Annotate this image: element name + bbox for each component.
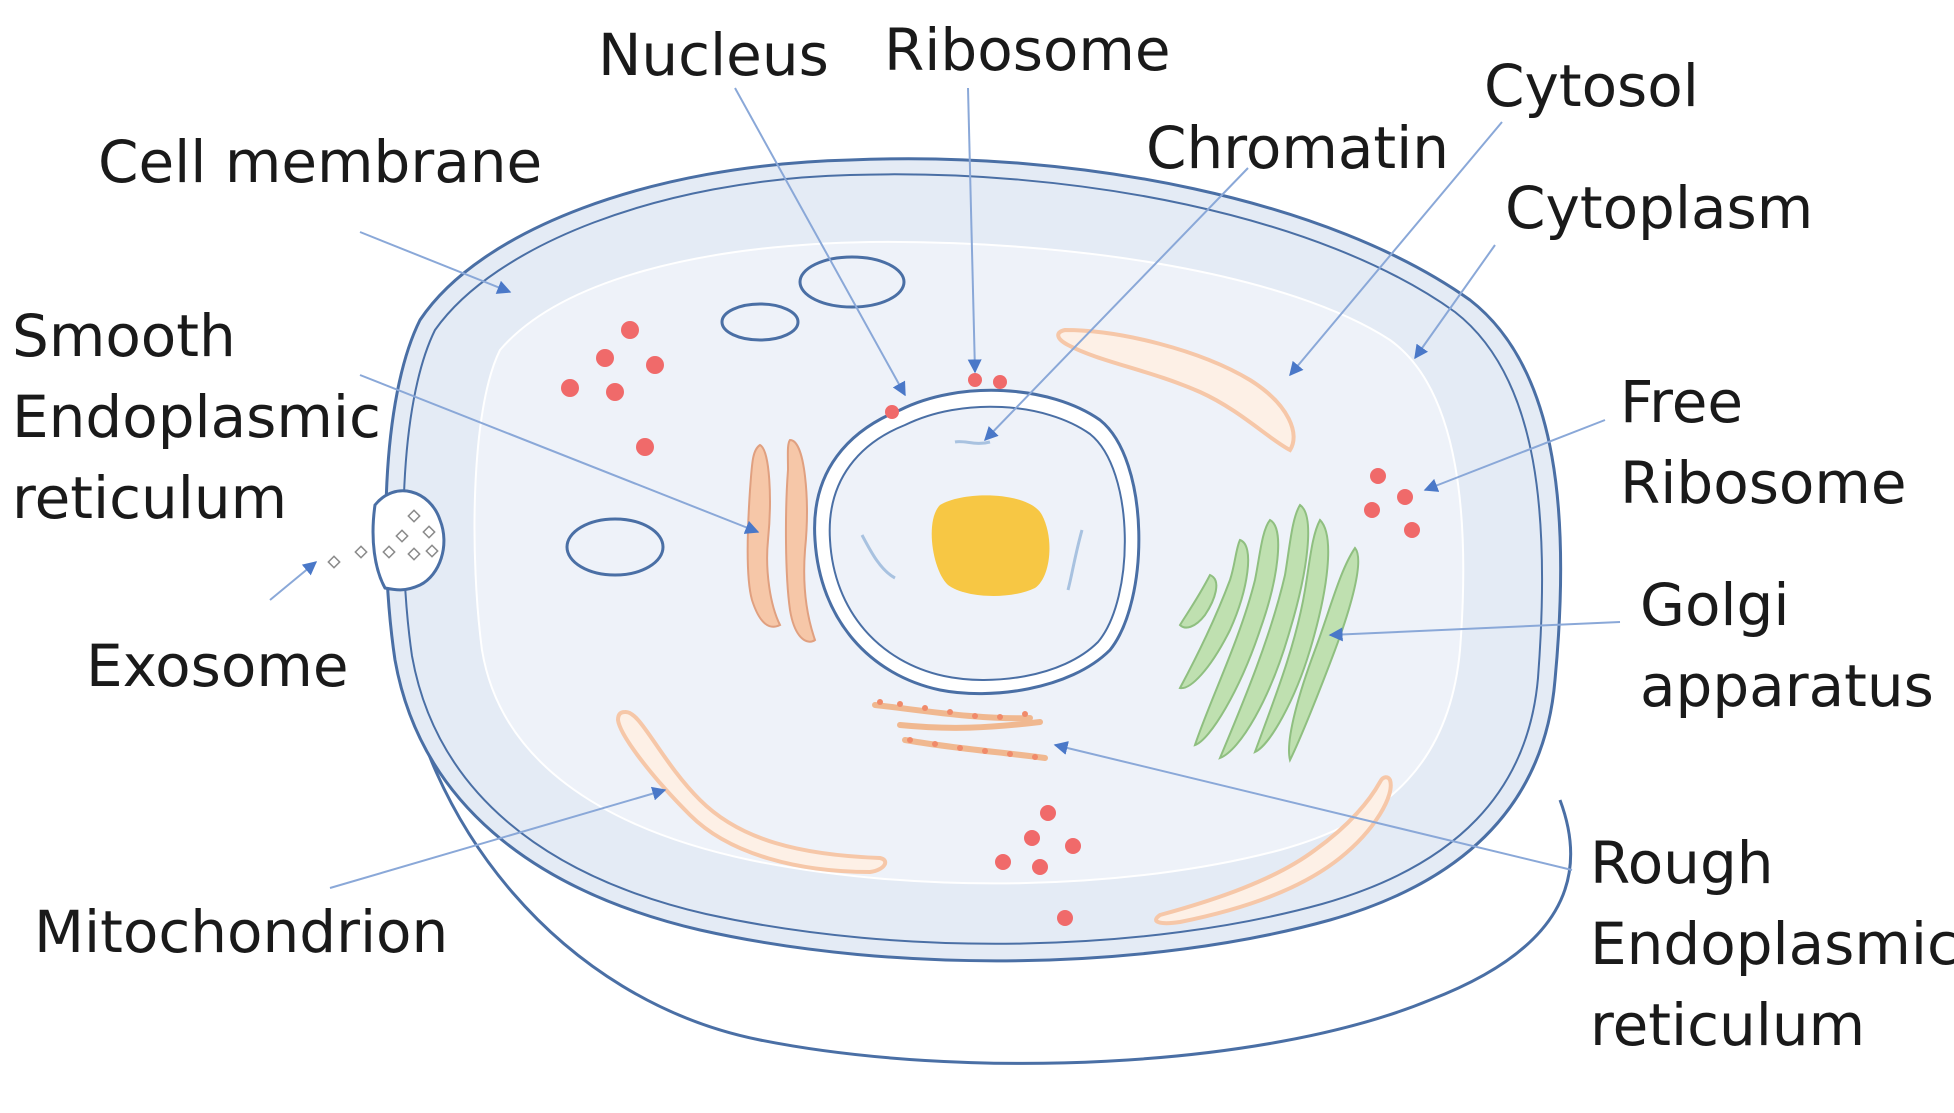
label-mitochondrion: Mitochondrion	[34, 898, 449, 966]
vesicle	[565, 517, 665, 577]
chromatin-strand	[954, 440, 991, 445]
pointer-nucleus	[734, 87, 906, 397]
pointer-mitochondrion	[329, 786, 667, 889]
pointer-smooth-er	[359, 374, 760, 534]
pointer-ribosome	[967, 87, 982, 374]
ribosomes	[561, 321, 1420, 926]
label-nucleus: Nucleus	[598, 21, 829, 89]
label-exosome: Exosome	[86, 632, 349, 700]
smooth-er	[746, 438, 817, 643]
ribosome-dot	[993, 375, 1007, 389]
ribosome-dot	[995, 854, 1011, 870]
ribosome-dot	[968, 373, 982, 387]
pointer-cell-membrane	[359, 231, 512, 294]
vesicle	[720, 302, 800, 342]
label-chromatin: Chromatin	[1146, 114, 1449, 182]
ribosome-dot	[1370, 468, 1386, 484]
ribosome-dot	[1364, 502, 1380, 518]
ribosome-dot	[561, 379, 579, 397]
pointer-cytosol	[1289, 121, 1503, 377]
golgi-apparatus	[1178, 503, 1360, 763]
pointer-chromatin	[984, 167, 1249, 442]
pointer-cytoplasm	[1414, 244, 1496, 360]
label-ribosome: Ribosome	[884, 16, 1171, 84]
label-free-ribosome: Free Ribosome	[1620, 368, 1907, 517]
ribosome-dot	[621, 321, 639, 339]
label-cytoplasm: Cytoplasm	[1505, 174, 1814, 242]
pointer-lines	[269, 87, 1621, 889]
mitochondrion	[1154, 775, 1393, 926]
ribosome-dot	[646, 356, 664, 374]
ribosome-dot	[1404, 522, 1420, 538]
label-golgi: Golgi apparatus	[1640, 571, 1934, 720]
cell-membrane-inner	[402, 173, 1544, 945]
nucleolus	[931, 495, 1050, 596]
rough-er-ribosomes	[877, 699, 1038, 760]
label-cytosol: Cytosol	[1484, 52, 1699, 120]
vesicle	[798, 255, 906, 309]
ribosome-dot	[596, 349, 614, 367]
ribosome-dot	[1024, 830, 1040, 846]
ribosome-dot	[1397, 489, 1413, 505]
ribosome-dot	[885, 405, 899, 419]
pointer-golgi	[1328, 621, 1621, 642]
pointer-free-ribosome	[1423, 419, 1606, 492]
ribosome-dot	[1057, 910, 1073, 926]
label-rough-er: Rough Endoplasmic reticulum	[1590, 829, 1954, 1059]
label-cell-membrane: Cell membrane	[98, 128, 543, 196]
pointer-rough-er	[1053, 741, 1573, 871]
ribosome-dot	[606, 383, 624, 401]
chromatin-strand	[860, 534, 896, 580]
mitochondrion	[1056, 327, 1296, 453]
exosome-vesicle	[371, 489, 446, 592]
label-smooth-er: Smooth Endoplasmic reticulum	[12, 302, 381, 532]
ribosome-dot	[636, 438, 654, 456]
chromatin-strand	[1066, 529, 1084, 591]
exosome-particles	[327, 509, 439, 569]
ribosome-dot	[1040, 805, 1056, 821]
mitochondrion	[615, 710, 888, 875]
pointer-exosome	[269, 561, 318, 601]
ribosome-dot	[1065, 838, 1081, 854]
ribosome-dot	[1032, 859, 1048, 875]
